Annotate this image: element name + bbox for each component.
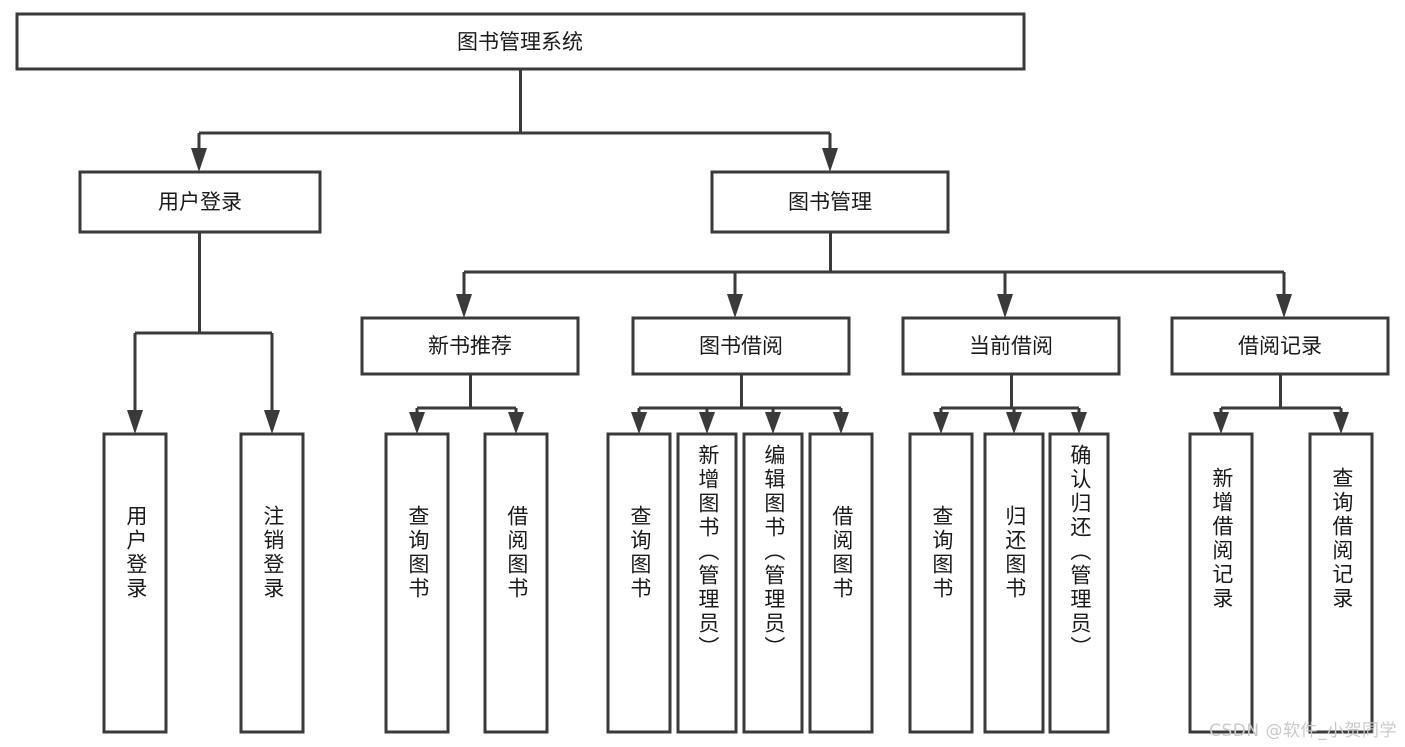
- node-root-label: 图书管理系统: [457, 30, 583, 54]
- node-current-borrow-label: 当前借阅: [969, 334, 1053, 358]
- arrowhead-leaf-borrow-book-2: [833, 412, 849, 434]
- node-leaf-return-book[interactable]: [983, 432, 1045, 734]
- node-leaf-query-book-3[interactable]: [908, 432, 974, 734]
- node-leaf-borrow-book-2-label: 借阅图书: [829, 505, 854, 601]
- node-leaf-logout[interactable]: [239, 432, 305, 734]
- node-user-login-label: 用户登录: [158, 190, 242, 214]
- arrowhead-leaf-query-book-3: [933, 412, 949, 434]
- nodes-layer: 图书管理系统 用户登录 图书管理 新书推荐 图书借阅 当前借阅 借阅记录: [15, 12, 1390, 734]
- node-leaf-edit-book-label: 编辑图书（管理员）: [761, 444, 786, 660]
- node-book-manage[interactable]: [710, 170, 950, 234]
- node-leaf-add-record[interactable]: [1188, 432, 1254, 734]
- node-leaf-borrow-book-1[interactable]: [483, 432, 549, 734]
- node-user-login[interactable]: [78, 170, 322, 234]
- node-new-book-rec[interactable]: [360, 316, 580, 376]
- node-leaf-user-login[interactable]: [102, 432, 168, 734]
- node-leaf-return-book-label: 归还图书: [1002, 505, 1027, 601]
- node-leaf-logout-label: 注销登录: [260, 505, 285, 601]
- arrowhead-new-book-rec: [456, 294, 472, 318]
- arrowhead-book-borrow: [727, 294, 743, 318]
- arrowhead-leaf-query-book-2: [631, 412, 647, 434]
- node-current-borrow[interactable]: [901, 316, 1121, 376]
- arrowhead-leaf-borrow-book-1: [508, 412, 524, 434]
- node-leaf-query-book-1[interactable]: [384, 432, 450, 734]
- arrowhead-leaf-confirm-return: [1071, 412, 1087, 434]
- arrowhead-leaf-add-record: [1213, 412, 1229, 434]
- node-leaf-confirm-return[interactable]: [1048, 432, 1110, 734]
- arrowhead-leaf-query-book-1: [409, 412, 425, 434]
- arrowhead-leaf-edit-book: [765, 412, 781, 434]
- arrowhead-leaf-logout: [264, 410, 280, 434]
- arrowhead-user-login: [191, 148, 207, 172]
- node-leaf-query-record-label: 查询借阅记录: [1329, 467, 1354, 611]
- arrowhead-leaf-add-book: [699, 412, 715, 434]
- node-leaf-add-book[interactable]: [676, 432, 738, 734]
- node-book-borrow-label: 图书借阅: [699, 334, 783, 358]
- arrowhead-current-borrow: [997, 294, 1013, 318]
- node-leaf-query-record[interactable]: [1308, 432, 1374, 734]
- node-root[interactable]: [15, 12, 1026, 71]
- node-leaf-query-book-1-label: 查询图书: [405, 505, 430, 601]
- node-book-manage-label: 图书管理: [788, 190, 872, 214]
- node-borrow-record-label: 借阅记录: [1238, 334, 1322, 358]
- edges-layer: [127, 69, 1349, 434]
- node-book-borrow[interactable]: [631, 316, 851, 376]
- node-leaf-user-login-label: 用户登录: [123, 505, 148, 601]
- arrowhead-borrow-record: [1276, 294, 1292, 318]
- node-leaf-add-record-label: 新增借阅记录: [1209, 467, 1234, 611]
- node-leaf-borrow-book-2[interactable]: [808, 432, 874, 734]
- arrowhead-leaf-return-book: [1006, 412, 1022, 434]
- node-new-book-rec-label: 新书推荐: [428, 334, 512, 358]
- node-leaf-query-book-2-label: 查询图书: [627, 505, 652, 601]
- node-borrow-record[interactable]: [1170, 316, 1390, 376]
- node-leaf-borrow-book-1-label: 借阅图书: [504, 505, 529, 601]
- node-leaf-add-book-label: 新增图书（管理员）: [695, 444, 720, 660]
- node-leaf-confirm-return-label: 确认归还（管理员）: [1067, 444, 1092, 660]
- node-leaf-query-book-2[interactable]: [606, 432, 672, 734]
- arrowhead-leaf-user-login: [127, 410, 143, 434]
- arrowhead-leaf-query-record: [1333, 412, 1349, 434]
- node-leaf-edit-book[interactable]: [742, 432, 804, 734]
- node-leaf-query-book-3-label: 查询图书: [929, 505, 954, 601]
- arrowhead-book-manage: [822, 148, 838, 172]
